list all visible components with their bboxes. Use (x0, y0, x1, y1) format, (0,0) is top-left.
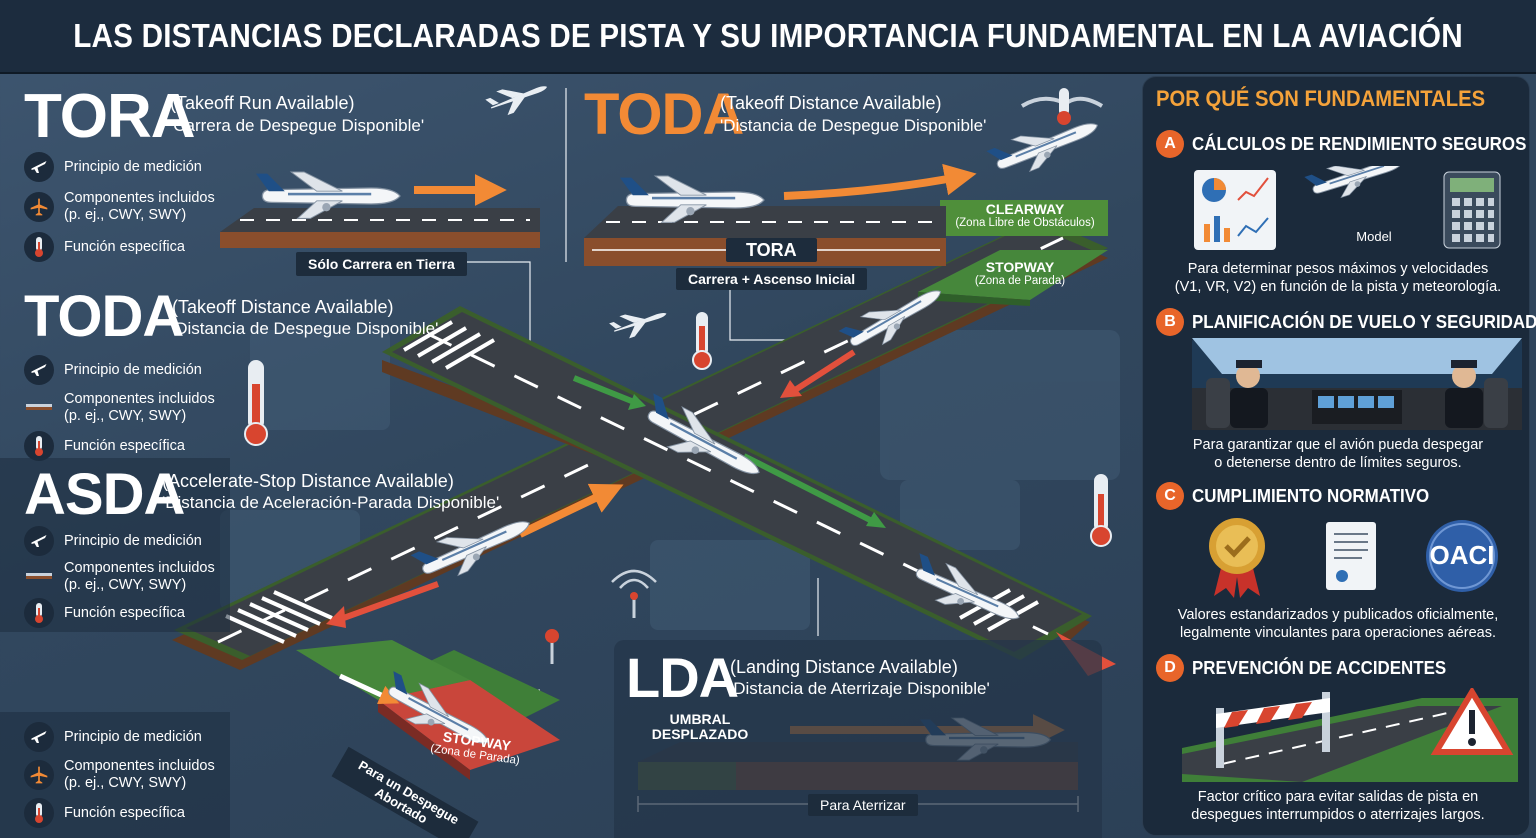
bottom-left-icon-list: Principio de medición Componentes inclui… (24, 722, 215, 828)
list-item: Componentes incluidos (p. ej., CWY, SWY) (24, 560, 215, 594)
list-item: Función específica (24, 232, 215, 262)
oaci-label: OACI (1429, 540, 1495, 570)
aircraft-top-icon (24, 760, 54, 790)
list-item-label: Principio de medición (64, 361, 202, 378)
toda-tora-label: TORA (726, 238, 817, 262)
toda-left-spanish: 'Distancia de Despegue Disponible' (172, 319, 439, 338)
list-item: Principio de medición (24, 152, 215, 182)
lda-caption: Para Aterrizar (808, 794, 918, 816)
asda-icon-list: Principio de medición Componentes inclui… (24, 526, 215, 628)
plane-icon (24, 722, 54, 752)
list-item: Principio de medición (24, 526, 215, 556)
toda-top-english: (Takeoff Distance Available) (720, 93, 942, 113)
tora-caption: Sólo Carrera en Tierra (296, 252, 467, 276)
panel-item-c-title: C CUMPLIMIENTO NORMATIVO (1156, 482, 1444, 510)
tora-english: (Takeoff Run Available) (170, 93, 355, 113)
performance-illustration (1194, 166, 1501, 250)
thermometer-icon (24, 598, 54, 628)
runway-diagonal-b (382, 306, 1092, 660)
runway-illustration (172, 74, 1120, 812)
thermometer-icon (24, 798, 54, 828)
tora-acronym: TORA (24, 82, 196, 151)
toda-top-spanish: 'Distancia de Despegue Disponible' (720, 116, 987, 135)
background-dashboard-panels (220, 330, 1120, 630)
list-item-label: Componentes incluidos (p. ej., CWY, SWY) (64, 190, 215, 223)
list-item: Principio de medición (24, 355, 215, 385)
asda-spanish: 'Distancia de Aceleración-Parada Disponi… (162, 493, 500, 512)
list-item-label: Función específica (64, 604, 185, 621)
list-item-label: Función específica (64, 804, 185, 821)
toda-stopway-label: STOPWAY (Zona de Parada) (974, 259, 1066, 288)
list-item: Componentes incluidos (p. ej., CWY, SWY) (24, 391, 215, 425)
badge-c: C (1156, 482, 1184, 510)
panel-heading: POR QUÉ SON FUNDAMENTALES (1156, 86, 1486, 111)
radio-beacon-icon (545, 569, 657, 664)
model-label: Model (1356, 229, 1392, 244)
asda-english: (Accelerate-Stop Distance Available) (162, 471, 454, 491)
thermometer-icons (244, 88, 1112, 547)
seal-medal-icon (1209, 518, 1265, 598)
tora-runway-block (220, 208, 540, 248)
toda-caption: Carrera + Ascenso Inicial (676, 268, 868, 290)
runway-strip-icon (24, 562, 54, 592)
list-item: Función específica (24, 798, 215, 828)
toda-left-english: (Takeoff Distance Available) (172, 297, 394, 317)
panel-item-b-title: B PLANIFICACIÓN DE VUELO Y SEGURIDAD (1156, 308, 1536, 336)
runway-barrier-illustration (1182, 688, 1518, 782)
thermometer-icon (24, 232, 54, 262)
badge-b: B (1156, 308, 1184, 336)
toda-clearway-stopway-strip (918, 200, 1108, 306)
list-item: Función específica (24, 431, 215, 461)
panel-item-c-desc: Valores estandarizados y publicados ofic… (1177, 607, 1499, 641)
plane-icon (24, 152, 54, 182)
lda-spanish: 'Distancia de Aterrizaje Disponible' (730, 679, 990, 698)
list-item: Componentes incluidos (p. ej., CWY, SWY) (24, 190, 215, 224)
tora-spanish: 'Carrera de Despegue Disponible' (170, 116, 425, 135)
asda-acronym: ASDA (24, 462, 185, 527)
page-title: LAS DISTANCIAS DECLARADAS DE PISTA Y SU … (73, 17, 1463, 54)
list-item-label: Principio de medición (64, 532, 202, 549)
list-item-label: Componentes incluidos (p. ej., CWY, SWY) (64, 560, 215, 593)
panel-item-d-desc: Factor crítico para evitar salidas de pi… (1191, 789, 1485, 823)
toda-top-acronym: TODA (584, 82, 744, 147)
clearway-label: CLEARWAY (Zona Libre de Obstáculos) (955, 201, 1095, 230)
list-item-label: Función específica (64, 437, 185, 454)
panel-item-a-desc: Para determinar pesos máximos y velocida… (1174, 261, 1502, 295)
cockpit-illustration (1192, 338, 1522, 430)
oaci-emblem (1426, 520, 1498, 592)
panel-item-b-desc: Para garantizar que el avión pueda despe… (1192, 437, 1484, 471)
toda-left-acronym: TODA (24, 284, 184, 349)
badge-a: A (1156, 130, 1184, 158)
lda-english: (Landing Distance Available) (730, 657, 958, 677)
plane-icon (24, 526, 54, 556)
toda-left-icon-list: Principio de medición Componentes inclui… (24, 355, 215, 461)
document-icon (1326, 522, 1376, 590)
plane-icon (24, 355, 54, 385)
panel-item-a-title: A CÁLCULOS DE RENDIMIENTO SEGUROS (1156, 130, 1536, 158)
aircraft-top-icon (24, 192, 54, 222)
list-item: Función específica (24, 598, 215, 628)
list-item-label: Componentes incluidos (p. ej., CWY, SWY) (64, 391, 215, 424)
list-item-label: Principio de medición (64, 728, 202, 745)
list-item: Componentes incluidos (p. ej., CWY, SWY) (24, 758, 215, 792)
list-item: Principio de medición (24, 722, 215, 752)
title-bar: LAS DISTANCIAS DECLARADAS DE PISTA Y SU … (0, 0, 1536, 74)
tora-icon-list: Principio de medición Componentes inclui… (24, 152, 215, 262)
badge-d: D (1156, 654, 1184, 682)
lda-acronym: LDA (626, 646, 739, 709)
panel-item-d-title: D PREVENCIÓN DE ACCIDENTES (1156, 654, 1462, 682)
list-item-label: Componentes incluidos (p. ej., CWY, SWY) (64, 758, 215, 791)
displaced-threshold-label: UMBRAL DESPLAZADO (651, 711, 749, 742)
list-item-label: Principio de medición (64, 158, 202, 175)
list-item-label: Función específica (64, 238, 185, 255)
thermometer-icon (24, 431, 54, 461)
runway-strip-icon (24, 393, 54, 423)
